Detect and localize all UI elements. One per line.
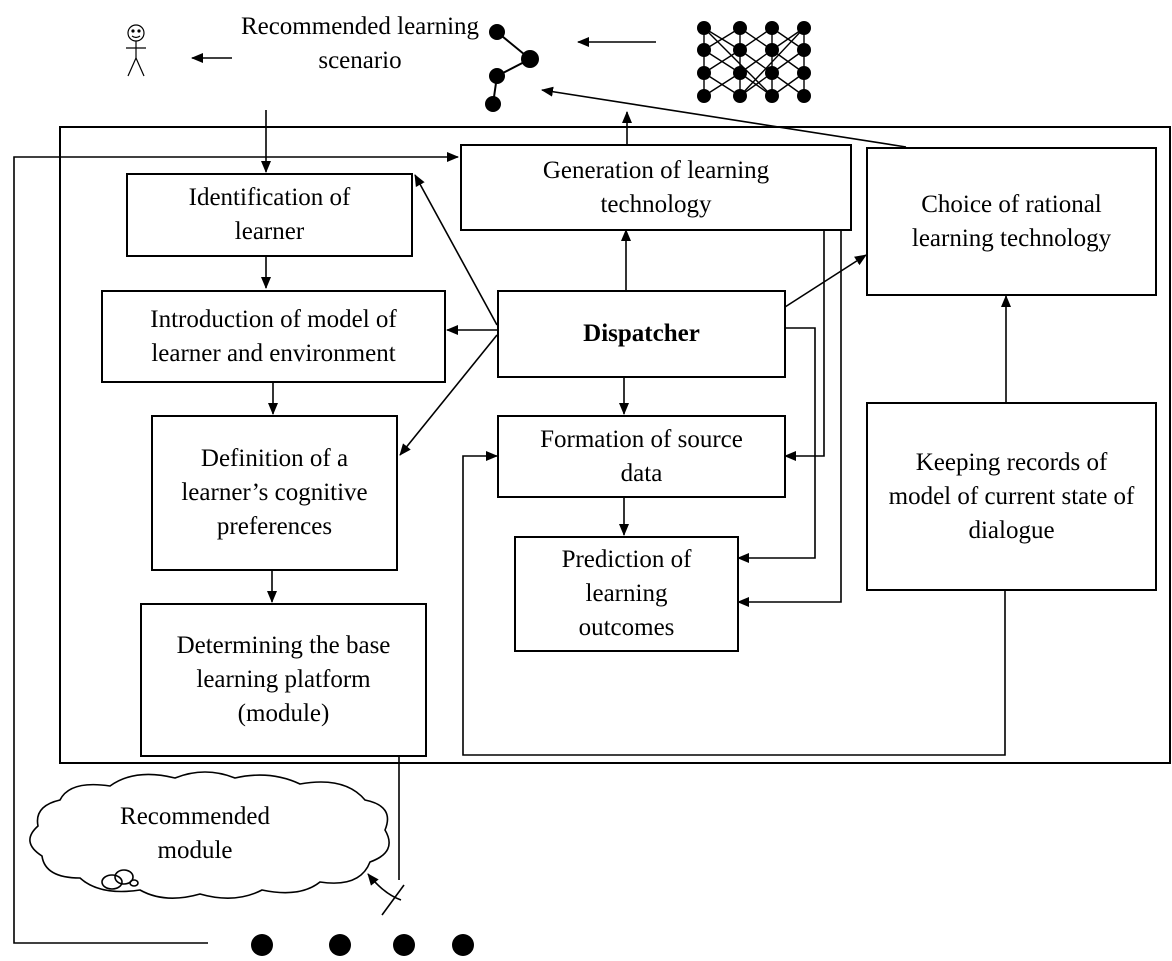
box-choice-label: Choice of rational learning technology — [911, 190, 1112, 252]
scenario-graph-icon — [485, 24, 539, 112]
box-keeping-records: Keeping records of model of current stat… — [866, 402, 1157, 591]
arrow-generation-to-prediction — [737, 230, 842, 607]
box-determining-platform: Determining the base learning platform (… — [140, 603, 427, 757]
box-keeping-label: Keeping records of model of current stat… — [888, 448, 1135, 544]
network-grid-nodes — [697, 21, 811, 103]
box-identification-of-learner: Identification of learner — [126, 173, 413, 257]
box-identification-label: Identification of learner — [188, 184, 351, 245]
arrow-dispatcher-to-identification — [414, 174, 498, 326]
module-link-slash — [381, 884, 405, 916]
box-formation-of-source-data: Formation of source data — [497, 415, 786, 498]
arrow-choice-to-scenario — [541, 86, 907, 148]
box-formation-label: Formation of source data — [540, 425, 743, 487]
box-definition-label: Definition of a learner’s cognitive pref… — [181, 445, 368, 540]
arrow-generation-to-formation — [784, 230, 825, 461]
box-prediction-of-outcomes: Prediction of learning outcomes — [514, 536, 739, 652]
arrow-dispatcher-to-choice — [784, 254, 867, 308]
recommended-scenario-label: Recommended learning scenario — [240, 13, 480, 74]
box-introduction-label: Introduction of model of learner and env… — [150, 305, 397, 367]
module-feedback-line — [13, 152, 459, 944]
system-frame — [59, 126, 1171, 764]
box-generation-of-technology: Generation of learning technology — [460, 144, 852, 231]
box-definition-of-preferences: Definition of a learner’s cognitive pref… — [151, 415, 398, 571]
box-determining-label: Determining the base learning platform (… — [176, 632, 391, 727]
box-dispatcher-label: Dispatcher — [583, 320, 700, 347]
arrow-dispatcher-to-prediction — [737, 327, 816, 563]
box-choice-of-technology: Choice of rational learning technology — [866, 147, 1157, 296]
box-prediction-label: Prediction of learning outcomes — [561, 546, 692, 641]
cloud-icon — [29, 771, 390, 899]
arrow-dispatcher-to-definition — [399, 334, 498, 456]
module-selection-arrow-icon — [367, 873, 402, 901]
learner-stick-figure-icon — [126, 24, 146, 77]
box-dispatcher: Dispatcher — [497, 290, 786, 378]
network-grid-icon — [703, 27, 805, 97]
arrow-keeping-to-formation — [462, 451, 1006, 756]
box-introduction-of-model: Introduction of model of learner and env… — [101, 290, 446, 383]
module-dots-icon — [251, 934, 474, 956]
box-generation-label: Generation of learning technology — [542, 156, 770, 218]
recommended-module-label: Recommended module — [120, 803, 270, 864]
